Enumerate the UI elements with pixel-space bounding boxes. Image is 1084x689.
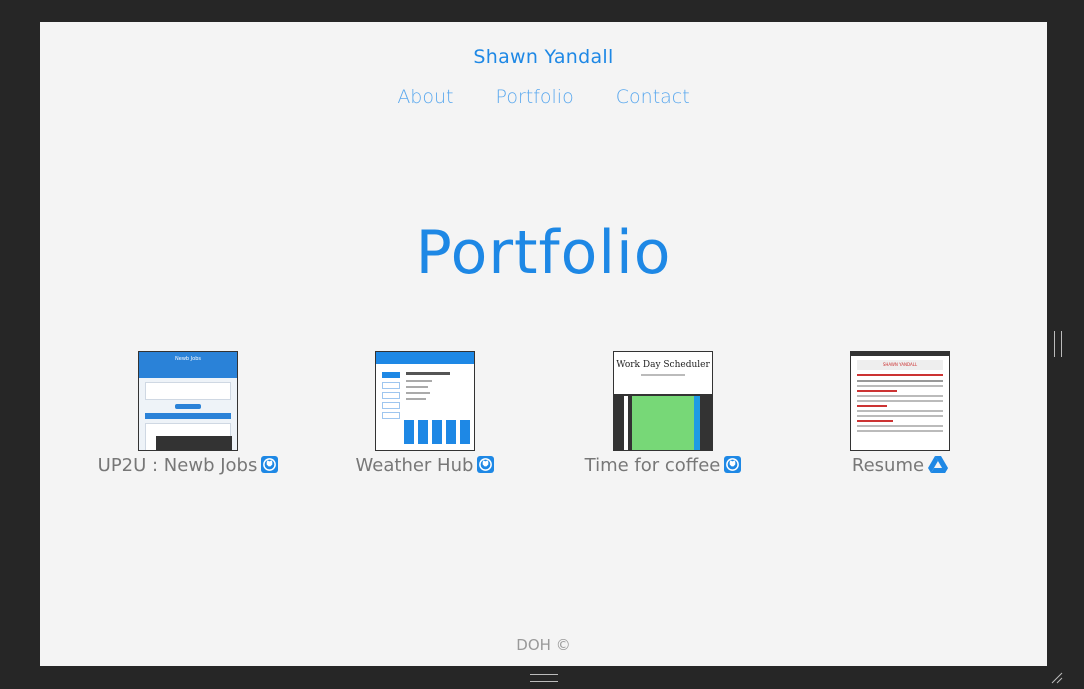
project-label[interactable]: UP2U : Newb Jobs bbox=[97, 455, 258, 476]
thumbnail-title: SHAWN YANDALL bbox=[857, 360, 943, 370]
github-icon[interactable] bbox=[477, 456, 495, 473]
github-icon[interactable] bbox=[724, 456, 742, 473]
resize-handle-right[interactable] bbox=[1054, 331, 1062, 357]
nav-portfolio-link[interactable]: Portfolio bbox=[495, 86, 574, 108]
footer-text: DOH © bbox=[516, 636, 571, 654]
page-title: Portfolio bbox=[415, 218, 672, 288]
project-card-resume: SHAWN YANDALL Resume bbox=[785, 351, 1015, 478]
project-card-time-for-coffee: Work Day Scheduler Time for coffee bbox=[548, 351, 778, 476]
main-nav: About Portfolio Contact bbox=[40, 86, 1047, 108]
resize-handle-bottom[interactable] bbox=[530, 674, 558, 682]
project-thumbnail[interactable]: Work Day Scheduler bbox=[613, 351, 713, 451]
project-card-up2u: Newb Jobs UP2U : Newb Jobs bbox=[73, 351, 303, 476]
google-drive-icon[interactable] bbox=[928, 456, 949, 478]
thumbnail-title: Work Day Scheduler bbox=[616, 360, 710, 370]
project-thumbnail[interactable]: SHAWN YANDALL bbox=[850, 351, 950, 451]
nav-about-link[interactable]: About bbox=[397, 86, 454, 108]
project-thumbnail[interactable]: Newb Jobs bbox=[138, 351, 238, 451]
thumbnail-header: Newb Jobs bbox=[139, 352, 237, 378]
page-frame: Shawn Yandall About Portfolio Contact Po… bbox=[40, 22, 1047, 666]
project-label[interactable]: Time for coffee bbox=[584, 455, 721, 476]
github-icon[interactable] bbox=[261, 456, 279, 473]
project-label[interactable]: Weather Hub bbox=[355, 455, 474, 476]
project-thumbnail[interactable] bbox=[375, 351, 475, 451]
nav-contact-link[interactable]: Contact bbox=[615, 86, 690, 108]
resize-grip-icon[interactable] bbox=[1050, 670, 1064, 689]
project-label[interactable]: Resume bbox=[851, 455, 925, 476]
site-brand[interactable]: Shawn Yandall bbox=[473, 46, 614, 68]
project-card-weather-hub: Weather Hub bbox=[310, 351, 540, 476]
